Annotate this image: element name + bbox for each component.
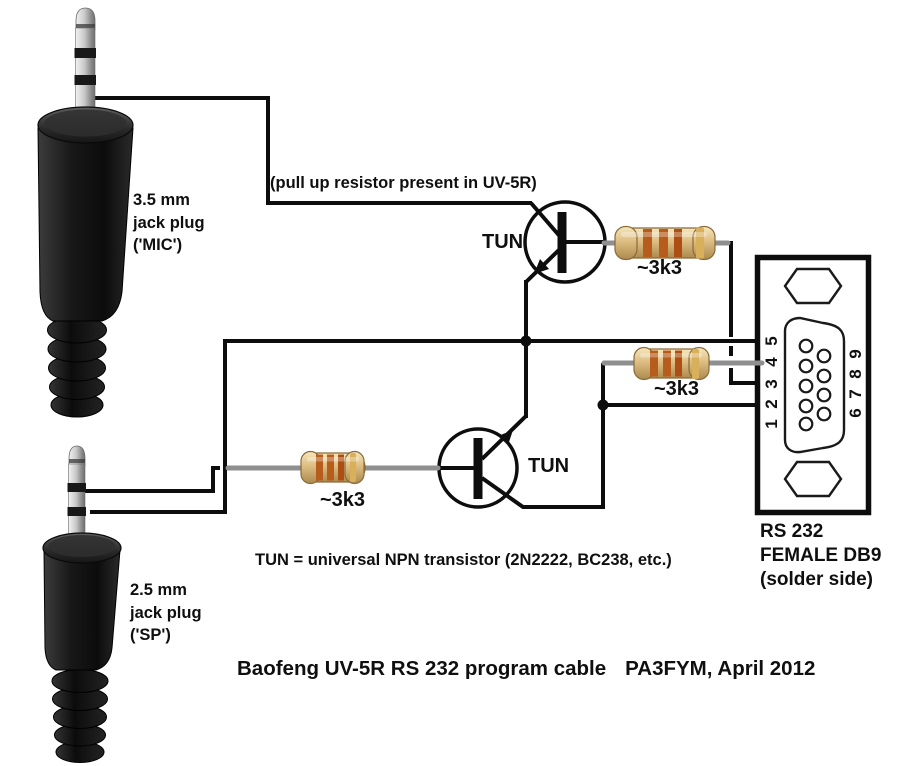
junction-dot-pin2 xyxy=(597,399,609,411)
resistor-band xyxy=(674,229,682,257)
mic-plug-shaft xyxy=(75,27,96,121)
resistor-3 xyxy=(225,450,441,485)
db9-pin-hole-7 xyxy=(816,387,832,403)
wire-ground-to-pin5-and-sp-sleeve xyxy=(90,339,757,514)
resistor-3-value: ~3k3 xyxy=(320,489,366,511)
mic-plug-photo xyxy=(37,7,134,418)
pullup-note: (pull up resistor present in UV-5R) xyxy=(270,174,537,192)
db9-pin-number-1: 1 xyxy=(762,419,781,429)
mic-plug-name: ('MIC') xyxy=(133,236,183,254)
resistor-band-gold xyxy=(350,453,356,482)
resistor-2-value: ~3k3 xyxy=(654,378,700,400)
db9-pin-hole-8 xyxy=(816,368,832,384)
sp-plug-boot-rib xyxy=(51,669,109,693)
db9-label-line1: RS 232 xyxy=(760,521,824,542)
db9-pin-hole-6 xyxy=(816,406,832,422)
resistor-band xyxy=(663,350,671,377)
db9-label-line3: (solder side) xyxy=(760,569,873,590)
title-text: Baofeng UV-5R RS 232 program cable xyxy=(237,657,607,680)
db9-pin-hole-3 xyxy=(798,378,814,394)
resistor-band xyxy=(327,454,334,481)
db9-pin-hole-5 xyxy=(798,338,814,354)
transistor-2-symbol xyxy=(440,414,528,499)
sp-plug-cap-face xyxy=(48,535,116,557)
wires xyxy=(84,96,757,514)
transistor-1-emitter-arrow xyxy=(534,259,549,274)
sp-plug-label: 2.5 mm jack plug ('SP') xyxy=(130,579,202,647)
db9-pin-number-4: 4 xyxy=(762,357,781,367)
resistor-band-gold xyxy=(696,227,704,259)
sp-plug-body xyxy=(43,549,121,671)
db9-label: RS 232 FEMALE DB9 (solder side) xyxy=(760,520,881,592)
resistor-band xyxy=(643,229,652,257)
wire-resistor1-down xyxy=(727,241,733,337)
mic-plug-insulator-ring xyxy=(74,75,96,85)
mic-plug-body xyxy=(37,127,134,322)
db9-pin-number-9: 9 xyxy=(846,349,865,359)
resistor-highlight xyxy=(640,353,702,358)
wire-sp-tip-to-resistor3 xyxy=(84,466,220,493)
mic-plug-label: 3.5 mm jack plug ('MIC') xyxy=(133,189,205,257)
db9-pin-hole-9 xyxy=(816,348,832,364)
db9-pin-number-2: 2 xyxy=(762,399,781,409)
wire-to-pin3 xyxy=(729,368,757,385)
db9-pin-hole-2 xyxy=(798,398,814,414)
db9-screw-hole-top xyxy=(783,267,843,305)
resistor-highlight xyxy=(621,232,707,237)
db9-pin-number-3: 3 xyxy=(762,379,781,389)
db9-pin-number-5: 5 xyxy=(762,336,781,346)
junction-dot-ground xyxy=(520,335,532,347)
sp-plug-name: ('SP') xyxy=(130,626,171,644)
db9-pin-number-8: 8 xyxy=(846,369,865,379)
tun-definition: TUN = universal NPN transistor (2N2222, … xyxy=(255,551,672,569)
transistor-1-label: TUN xyxy=(482,231,524,253)
mic-plug-size: 3.5 mm xyxy=(133,191,190,209)
sp-plug-type: jack plug xyxy=(130,603,202,622)
resistor-band xyxy=(659,229,668,257)
title-byline: PA3FYM, April 2012 xyxy=(625,657,816,680)
mic-plug-type: jack plug xyxy=(133,213,205,232)
mic-plug-insulator-ring xyxy=(74,48,96,58)
resistor-band-gold xyxy=(692,349,699,379)
resistor-2 xyxy=(601,346,765,381)
mic-plug-tip-groove xyxy=(76,24,95,29)
wire-mic-to-transistor1 xyxy=(93,96,532,205)
sp-plug-size: 2.5 mm xyxy=(130,581,187,599)
transistor-1-symbol xyxy=(524,201,606,284)
diagram-title: Baofeng UV-5R RS 232 program cable PA3FY… xyxy=(237,657,815,681)
resistor-highlight xyxy=(307,457,359,462)
transistor-2-label: TUN xyxy=(528,455,570,477)
sp-plug-insulator-ring xyxy=(67,507,86,516)
db9-pin-hole-1 xyxy=(798,416,814,432)
db9-connector xyxy=(754,254,872,516)
wire-collector2-to-pin2 xyxy=(480,403,757,509)
db9-screw-hole-bottom xyxy=(783,460,843,498)
db9-pin-hole-4 xyxy=(798,358,814,374)
db9-dsub-outline xyxy=(783,316,846,454)
resistor-1 xyxy=(601,225,731,261)
resistor-band xyxy=(316,454,323,481)
sp-plug-photo xyxy=(42,445,122,763)
db9-pin-holes xyxy=(798,338,832,432)
sp-plug-tip-groove xyxy=(69,459,85,463)
transistor-2-emitter-arrow xyxy=(498,430,513,445)
db9-label-line2: FEMALE DB9 xyxy=(760,545,882,566)
resistor-band xyxy=(650,350,658,377)
resistor-1-value: ~3k3 xyxy=(637,257,683,279)
resistor-band xyxy=(338,454,344,481)
resistor-band xyxy=(675,350,682,377)
db9-pin-number-6: 6 xyxy=(846,408,865,418)
mic-plug-cap-face xyxy=(44,109,127,137)
resistor-1-cap-left xyxy=(614,225,638,261)
sp-plug-insulator-ring xyxy=(67,483,86,492)
